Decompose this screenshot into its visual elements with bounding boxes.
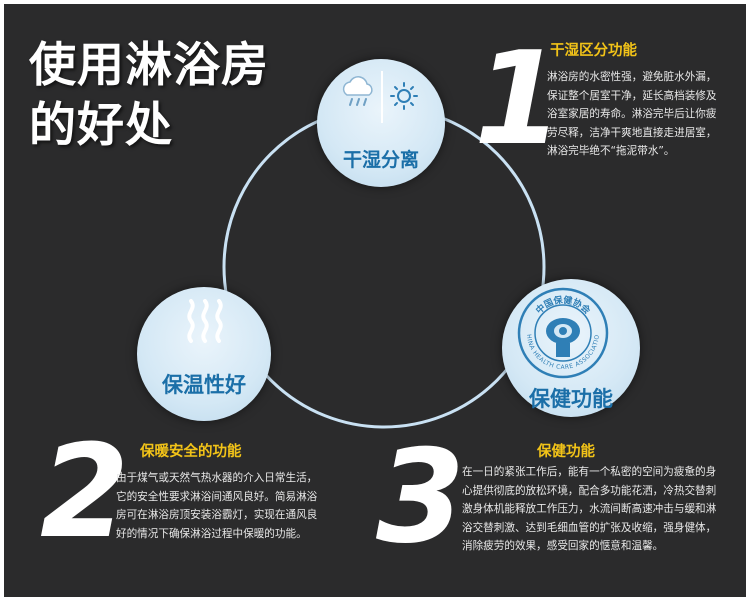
section-title-2: 保暖安全的功能 <box>140 444 242 460</box>
bubble-label-warmth: 保温性好 <box>162 373 246 397</box>
bubble-label-dry-wet: 干湿分离 <box>342 149 419 171</box>
section-text-2-line: 由于煤气或天然气热水器的介入日常生活， <box>116 472 318 484</box>
headline-line-1: 使用淋浴房 <box>29 38 269 93</box>
section-number-1: 1 <box>474 25 564 174</box>
section-text-2: 由于煤气或天然气热水器的介入日常生活， 它的安全性要求淋浴间通风良好。简易淋浴 … <box>116 469 317 543</box>
bubble-dry-wet: 干湿分离 <box>317 59 445 187</box>
section-text-2-line: 房可在淋浴房顶安装浴霸灯，实现在通风良 <box>116 509 318 521</box>
section-text-1: 淋浴房的水密性强，避免脏水外漏， 保证整个居室干净，延长高档装修及 浴室家居的寿… <box>547 68 717 161</box>
section-text-3-line: 心提供彻底的放松环境，配合多功能花洒，冷热交替刺 <box>462 484 717 497</box>
section-text-1-line: 浴室家居的寿命。淋浴完毕后让你疲 <box>547 108 717 120</box>
section-text-2-line: 它的安全性要求淋浴间通风良好。简易淋浴 <box>116 490 318 503</box>
section-text-2-line: 好的情况下确保淋浴过程中保暖的功能。 <box>116 527 307 540</box>
section-text-1-line: 劳尽释，洁净干爽地直接走进居室， <box>547 126 717 139</box>
section-text-3-line: 浴交替刺激、达到毛细血管的扩张及收缩，强身健体， <box>462 521 717 534</box>
bubble-health: 中国保健协会 CHINA HEALTH CARE ASSOCIATION 保健功… <box>502 279 640 417</box>
section-text-1-line: 保证整个居室干净，延长高档装修及 <box>547 89 717 102</box>
headline-line-2: 的好处 <box>29 98 173 153</box>
sun-icon <box>390 82 418 110</box>
steam-icon <box>187 299 223 343</box>
health-association-emblem: 中国保健协会 CHINA HEALTH CARE ASSOCIATION <box>515 282 609 379</box>
bubble-warmth: 保温性好 <box>137 287 271 421</box>
section-number-3: 3 <box>376 423 466 572</box>
section-text-3: 在一日的紧张工作后，能有一个私密的空间为疲惫的身 心提供彻底的放松环境，配合多功… <box>462 463 716 556</box>
section-text-1-line: 淋浴完毕绝不“拖泥带水”。 <box>547 145 675 157</box>
icon-divider <box>381 71 383 123</box>
section-title-3: 保健功能 <box>537 444 595 460</box>
cloud-rain-icon <box>342 76 373 106</box>
section-number-2: 2 <box>40 418 130 567</box>
section-title-1: 干湿区分功能 <box>550 43 637 59</box>
infographic-panel: 使用淋浴房 的好处 干湿分离 <box>4 4 746 597</box>
section-text-1-line: 淋浴房的水密性强，避免脏水外漏， <box>547 71 717 83</box>
emblem-chinese-text: 中国保健协会 <box>533 294 594 317</box>
section-text-3-line: 消除疲劳的效果，感受回家的惬意和温馨。 <box>462 540 664 552</box>
section-text-3-line: 激身体机能释放工作压力，水流间断高速冲击与缓和淋 <box>462 503 717 515</box>
section-text-3-line: 在一日的紧张工作后，能有一个私密的空间为疲惫的身 <box>462 466 717 478</box>
bubble-label-health: 保健功能 <box>529 387 613 411</box>
